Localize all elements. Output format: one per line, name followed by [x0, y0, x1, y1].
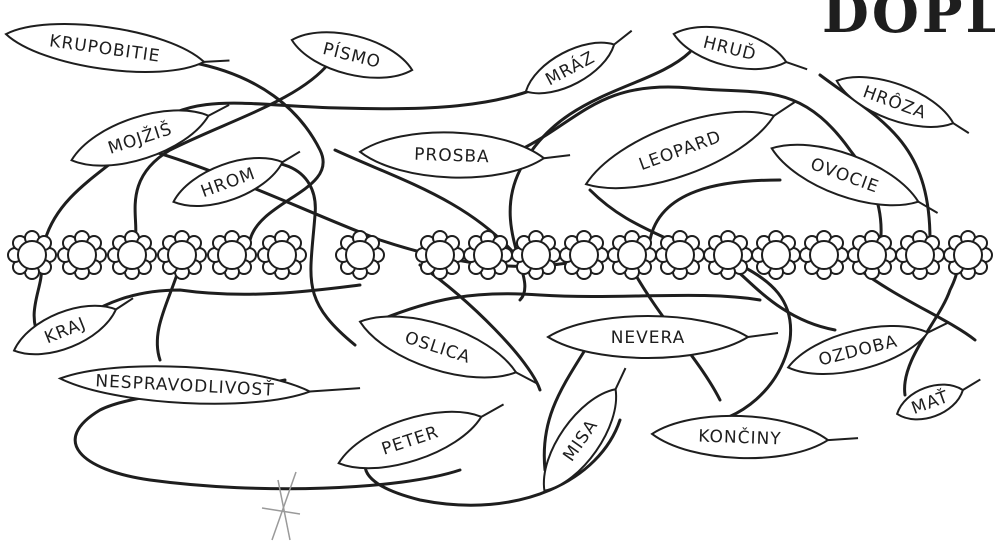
leaf-hroza: HRÔZA	[831, 64, 977, 146]
leaf-label-prosba: PROSBA	[414, 145, 490, 168]
leaf-hrom: HROM	[167, 138, 307, 218]
flower-chain	[8, 231, 992, 279]
heading-fragment: DOPL	[822, 0, 995, 45]
flower	[704, 231, 752, 279]
line	[190, 62, 323, 240]
flower	[944, 231, 992, 279]
flower	[8, 231, 56, 279]
leaf-label-nevera: NEVERA	[611, 328, 686, 348]
flower	[560, 231, 608, 279]
line	[157, 265, 180, 360]
line	[380, 294, 760, 320]
leaf-ovocie: OVOCIE	[765, 129, 947, 229]
leaf-peter: PETER	[332, 389, 511, 483]
flower	[656, 231, 704, 279]
flower	[896, 231, 944, 279]
leaf-hrud: HRUĎ	[669, 17, 812, 85]
leaf-leopard: LEOPARD	[577, 83, 806, 208]
flower	[258, 231, 306, 279]
pencil-scribble	[262, 472, 300, 540]
line	[650, 180, 780, 240]
flower	[848, 231, 896, 279]
leaf-ozdoba: OZDOBA	[783, 308, 954, 386]
leaf-label-konciny: KONČINY	[698, 425, 782, 450]
leaf-krupobitie: KRUPOBITIE	[3, 13, 232, 86]
leaf-pismo: PÍSMO	[287, 21, 417, 89]
flower	[336, 231, 384, 279]
flower	[416, 231, 464, 279]
flower	[58, 231, 106, 279]
flower	[608, 231, 656, 279]
flower	[208, 231, 256, 279]
flower	[800, 231, 848, 279]
flower	[512, 231, 560, 279]
flower	[752, 231, 800, 279]
leaf-konciny: KONČINY	[651, 413, 858, 462]
flower	[108, 231, 156, 279]
flower	[464, 231, 512, 279]
leaf-nespravodlivost: NESPRAVODLIVOSŤ	[59, 360, 360, 412]
flower	[158, 231, 206, 279]
